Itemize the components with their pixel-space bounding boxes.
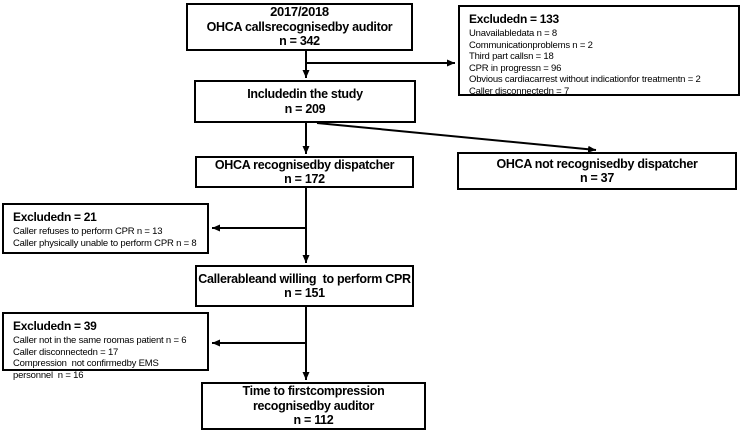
exclusion-item: Obvious cardiacarrest without indication… bbox=[469, 74, 701, 85]
node-excluded-room: Excludedn = 39 Caller not in the same ro… bbox=[2, 312, 209, 381]
exclusion-item: Caller disconnectedn = 7 bbox=[469, 85, 570, 97]
node-recognised-line: n = 172 bbox=[284, 172, 325, 186]
node-final-line: n = 112 bbox=[293, 413, 334, 428]
node-caller-able-line: n = 151 bbox=[284, 286, 325, 300]
exclusion-item: Communicationproblems n = 2 bbox=[469, 39, 593, 51]
arrow-included-to-not-recognised bbox=[316, 122, 597, 153]
node-excluded-top: Excludedn = 133 Unavailabledata n = 8 Co… bbox=[458, 5, 740, 97]
node-included-line: Includedin the study bbox=[247, 87, 363, 101]
exclusion-item: Caller not in the same roomas patient n … bbox=[13, 335, 187, 346]
exclusion-item: Compression not confirmedby EMS personne… bbox=[13, 358, 162, 381]
node-final-line: Time to firstcompression bbox=[242, 384, 385, 399]
exclusion-item: Caller disconnectedn = 17 bbox=[13, 346, 119, 358]
node-not-recognised-line: OHCA not recognisedby dispatcher bbox=[496, 156, 698, 171]
node-recognised-line: OHCA recognisedby dispatcher bbox=[214, 157, 395, 172]
node-recognised: OHCA recognisedby dispatcher n = 172 bbox=[195, 156, 414, 188]
exclusion-item: Caller refuses to perform CPR n = 13 bbox=[13, 226, 163, 237]
exclusion-item: Unavailabledata n = 8 bbox=[469, 28, 557, 39]
exclusion-item: Third part callsn = 18 bbox=[469, 51, 554, 62]
node-final: Time to firstcompression recognisedby au… bbox=[201, 382, 426, 430]
exclusion-title: Excludedn = 21 bbox=[13, 210, 97, 224]
node-auditor-line: OHCA callsrecognisedby auditor bbox=[206, 19, 393, 34]
node-excluded-cpr: Excludedn = 21 Caller refuses to perform… bbox=[2, 203, 209, 254]
node-caller-able-line: Callerableand willing to perform CPR bbox=[198, 271, 411, 286]
node-auditor-line: 2017/2018 bbox=[270, 4, 329, 20]
node-not-recognised-line: n = 37 bbox=[580, 171, 614, 185]
exclusion-item: CPR in progressn = 96 bbox=[469, 62, 562, 74]
exclusion-item: Caller physically unable to perform CPR … bbox=[13, 237, 197, 249]
node-caller-able: Callerableand willing to perform CPR n =… bbox=[195, 265, 414, 307]
node-not-recognised: OHCA not recognisedby dispatcher n = 37 bbox=[457, 152, 737, 190]
node-included-line: n = 209 bbox=[284, 101, 326, 116]
node-final-line: recognisedby auditor bbox=[252, 398, 375, 413]
node-included: Includedin the study n = 209 bbox=[194, 80, 416, 123]
node-auditor: 2017/2018 OHCA callsrecognisedby auditor… bbox=[186, 3, 413, 51]
exclusion-title: Excludedn = 39 bbox=[13, 319, 97, 333]
node-auditor-line: n = 342 bbox=[279, 34, 320, 49]
exclusion-title: Excludedn = 133 bbox=[469, 12, 559, 26]
